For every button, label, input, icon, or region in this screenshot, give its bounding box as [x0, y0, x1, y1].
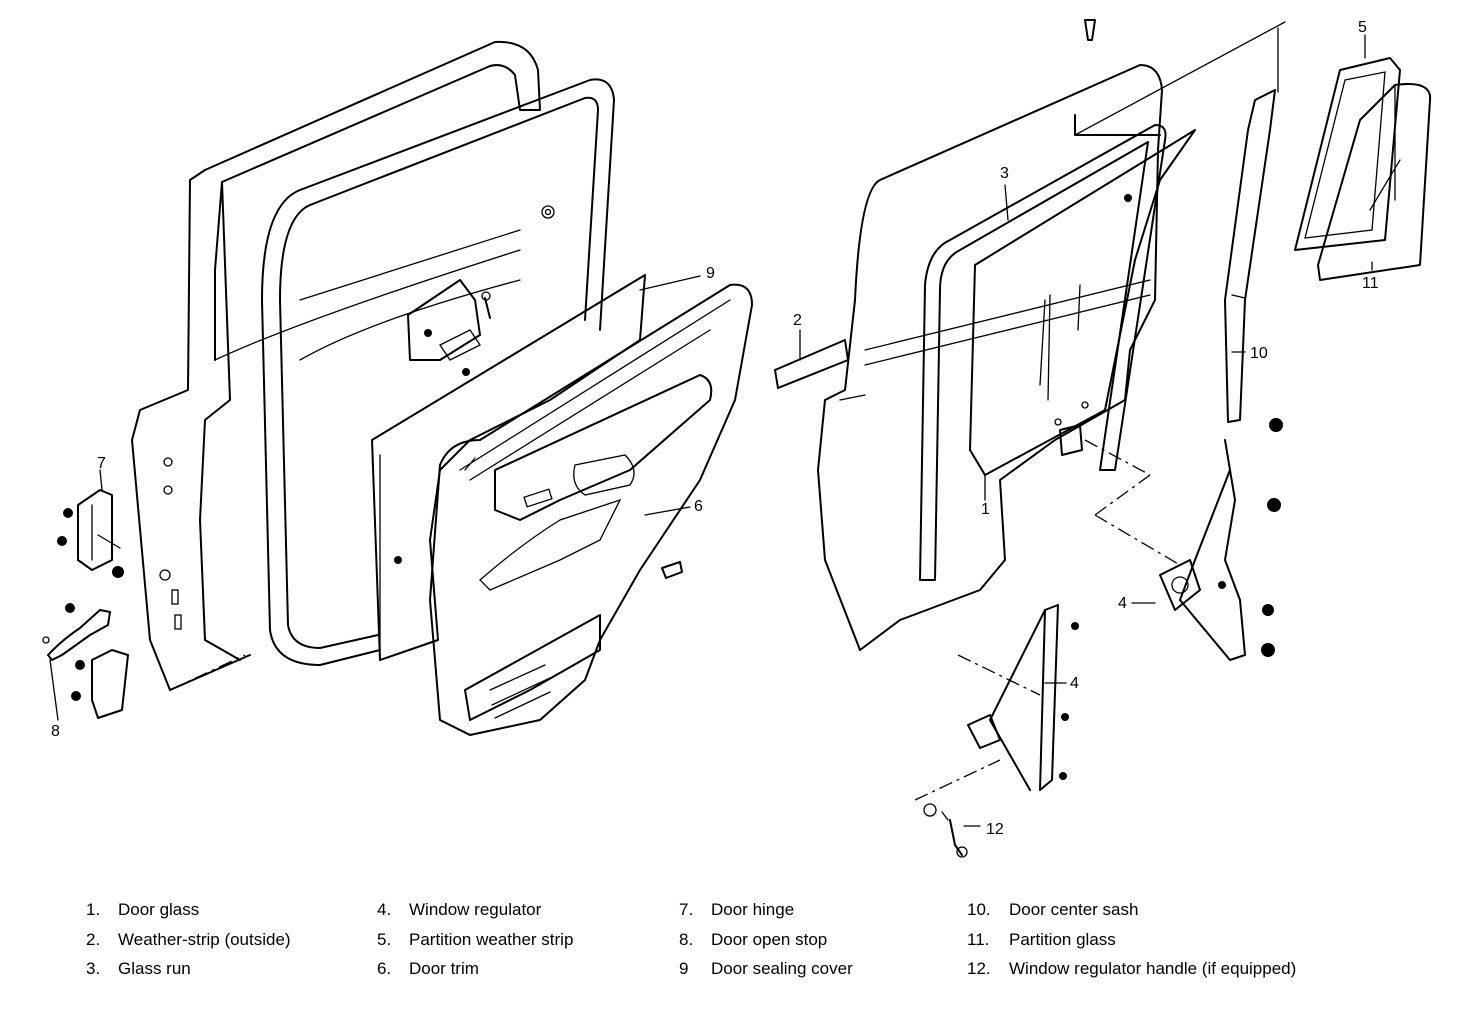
callout-6: 6 [694, 498, 703, 515]
callout-1: 1 [981, 501, 990, 518]
callout-3: 3 [1000, 165, 1009, 182]
callout-2: 2 [793, 312, 802, 329]
callout-9: 9 [706, 265, 715, 282]
weatherstrip-outside [774, 339, 849, 389]
callout-10: 10 [1250, 345, 1268, 362]
window-regulator-lower [967, 604, 1079, 791]
door-sealing-cover [371, 274, 646, 661]
callout-4-lower: 4 [1070, 675, 1079, 692]
window-regulator-handle [923, 803, 968, 858]
callout-11: 11 [1362, 275, 1379, 292]
parts-legend: 1. Door glass 2. Weather-strip (outside)… [86, 900, 1297, 978]
door-trim [429, 283, 753, 736]
right-misc-hardware [1054, 19, 1096, 456]
door-hinge-upper [57, 489, 124, 578]
door-shell-right [817, 64, 1163, 651]
callout-4-right: 4 [1118, 595, 1127, 612]
partition-glass-set [1294, 57, 1432, 281]
callout-12: 12 [986, 821, 1004, 838]
door-glass [969, 129, 1196, 476]
door-hinge-lower [71, 649, 129, 719]
door-shell-left [131, 40, 541, 691]
callout-7: 7 [97, 455, 106, 472]
inner-latch-left [407, 279, 491, 376]
door-center-sash [1224, 89, 1283, 432]
door-open-stop [42, 603, 111, 661]
glass-run [919, 124, 1167, 581]
callout-5: 5 [1358, 19, 1367, 36]
callout-8: 8 [51, 723, 60, 740]
leader-lines [49, 21, 1373, 827]
door-weatherstrip-loop [261, 78, 615, 666]
exploded-door-diagram: 1 2 3 4 4 5 6 7 8 9 10 11 12 [42, 19, 1432, 858]
trim-clip [661, 561, 683, 579]
window-regulator-right [1159, 439, 1281, 661]
